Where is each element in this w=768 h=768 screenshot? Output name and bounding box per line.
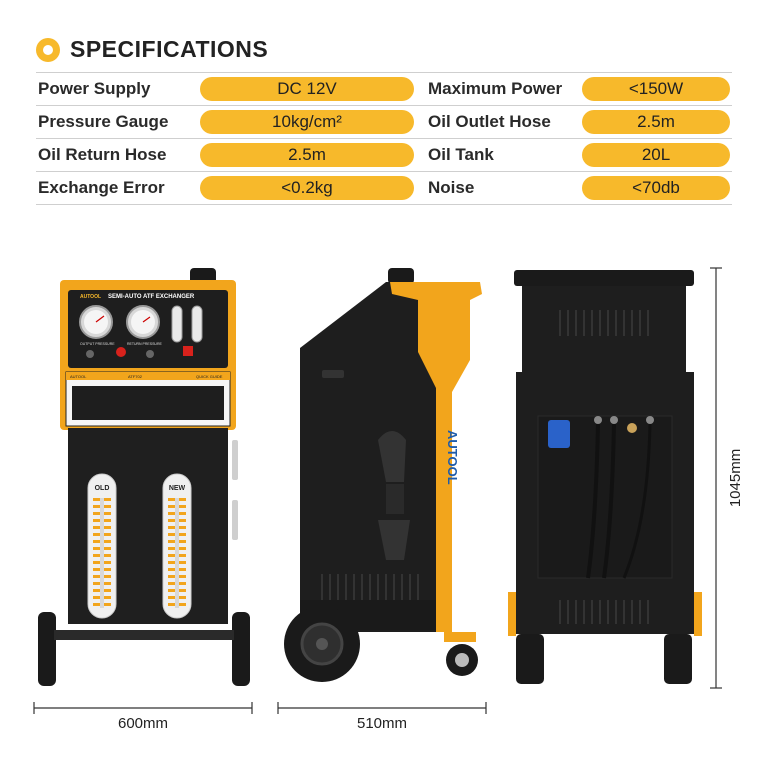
spec-value: 10kg/cm²: [200, 110, 414, 134]
caster-wheel-icon: [664, 634, 692, 684]
spec-table: Power Supply DC 12V Maximum Power <150W …: [36, 72, 732, 205]
spec-label: Power Supply: [38, 79, 151, 98]
page-title: SPECIFICATIONS: [70, 36, 269, 62]
depth-dimension: 510mm: [357, 715, 407, 732]
spec-label: Oil Return Hose: [38, 145, 167, 164]
tube-old-label: OLD: [95, 485, 110, 492]
spec-value: 2.5m: [200, 143, 414, 167]
height-dimension: 1045mm: [727, 449, 744, 507]
wheel-icon: [232, 612, 250, 686]
spec-label: Exchange Error: [38, 178, 165, 197]
guide-title: QUICK GUIDE: [196, 374, 223, 379]
spec-row: Exchange Error <0.2kg Noise <70db: [36, 172, 732, 205]
side-brand-logo: AUTOOL: [445, 430, 460, 485]
bullet-icon: [36, 37, 60, 62]
caster-wheel-icon: [516, 634, 544, 684]
spec-label: Oil Outlet Hose: [428, 112, 551, 131]
back-view: 1045mm: [508, 267, 744, 689]
spec-header: SPECIFICATIONS: [36, 36, 268, 63]
product-views: AUTOOL SEMI-AUTO ATF EXCHANGER OUTPUT PR…: [33, 267, 744, 732]
stop-button-icon: [116, 347, 126, 357]
gauge-label: OUTPUT PRESSURE: [80, 342, 115, 346]
spec-value: 2.5m: [582, 110, 730, 134]
side-view: AUTOOL 510mm: [277, 268, 487, 732]
spec-label: Noise: [428, 178, 475, 197]
wheel-icon: [38, 612, 56, 686]
spec-row: Oil Return Hose 2.5m Oil Tank 20L: [36, 139, 732, 172]
spec-row: Pressure Gauge 10kg/cm² Oil Outlet Hose …: [36, 106, 732, 139]
spec-value: <0.2kg: [200, 176, 414, 200]
front-view: AUTOOL SEMI-AUTO ATF EXCHANGER OUTPUT PR…: [33, 268, 253, 732]
guide-brand: AUTOOL: [70, 374, 87, 379]
width-dimension: 600mm: [118, 715, 168, 732]
spec-row: Power Supply DC 12V Maximum Power <150W: [36, 73, 732, 106]
panel-title: SEMI-AUTO ATF EXCHANGER: [108, 294, 195, 300]
spec-label: Oil Tank: [428, 145, 494, 164]
spec-value: <150W: [582, 77, 730, 101]
spec-label: Pressure Gauge: [38, 112, 169, 131]
guide-model: ATF702: [128, 374, 143, 379]
spec-value: <70db: [582, 176, 730, 200]
tube-new-label: NEW: [169, 485, 186, 492]
filter-icon: [548, 420, 570, 448]
gauge-label: RETURN PRESSURE: [127, 342, 162, 346]
panel-brand: AUTOOL: [80, 294, 101, 300]
spec-value: 20L: [582, 143, 730, 167]
spec-value: DC 12V: [200, 77, 414, 101]
spec-label: Maximum Power: [428, 79, 563, 98]
